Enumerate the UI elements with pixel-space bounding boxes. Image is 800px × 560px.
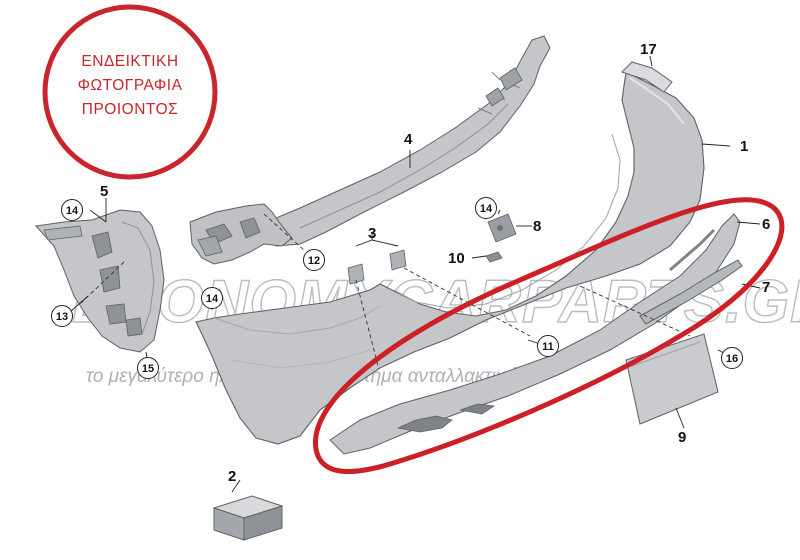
stamp-line-2: ΦΩΤΟΓΡΑΦΙΑ [78,77,183,94]
callout-10: 10 [448,250,465,267]
callout-2: 2 [228,468,236,485]
part-4-bumper-carrier [261,35,551,247]
callout-11-upper: 11 [537,335,559,357]
part-5-side-bracket [35,209,165,353]
part-12-inner-bracket [189,203,293,265]
svg-text:11: 11 [542,341,554,353]
callout-7: 7 [762,279,770,296]
highlight-ellipse [313,197,785,475]
part-9-plate-panel [625,333,719,425]
part-1-bumper-cover [195,71,705,445]
indicative-photo-stamp: ΕΝΔΕΙΚΤΙΚΗ ΦΩΤΟΓΡΑΦΙΑ ΠΡΟΙΟΝΤΟΣ [42,4,218,180]
part-8-small-bracket [487,213,517,243]
svg-text:12: 12 [308,255,320,267]
svg-text:14: 14 [480,203,493,215]
callout-1: 1 [740,138,748,155]
callout-14-mid: 14 [201,287,223,309]
circled-callouts: 11 12 13 14 14 14 15 1 [51,197,743,379]
callout-3: 3 [368,225,376,242]
svg-text:14: 14 [206,293,219,305]
callout-numbers: 1 2 3 4 5 6 7 8 9 10 17 [100,41,770,485]
callout-13: 13 [51,305,73,327]
callout-14-right: 14 [475,197,497,219]
svg-text:16: 16 [726,353,738,365]
callout-14-left: 14 [61,199,83,221]
callout-16: 16 [721,347,743,369]
callout-4: 4 [404,131,413,148]
part-7-lower-trim [639,259,743,325]
svg-text:14: 14 [66,205,79,217]
callout-12: 12 [303,249,325,271]
svg-text:13: 13 [56,311,68,323]
callout-8: 8 [533,218,541,235]
callout-5: 5 [100,183,108,200]
callout-17: 17 [640,41,657,58]
stamp-line-1: ΕΝΔΕΙΚΤΙΚΗ [81,53,178,70]
part-2-box [212,495,284,541]
part-10-pad [485,251,503,263]
svg-text:15: 15 [142,363,154,375]
part-17-trim-strip [621,61,673,93]
part-3-clips [347,249,407,285]
callout-9: 9 [678,429,686,446]
callout-6: 6 [762,216,770,233]
stamp-line-3: ΠΡΟΙΟΝΤΟΣ [82,101,178,118]
callout-15: 15 [137,357,159,379]
